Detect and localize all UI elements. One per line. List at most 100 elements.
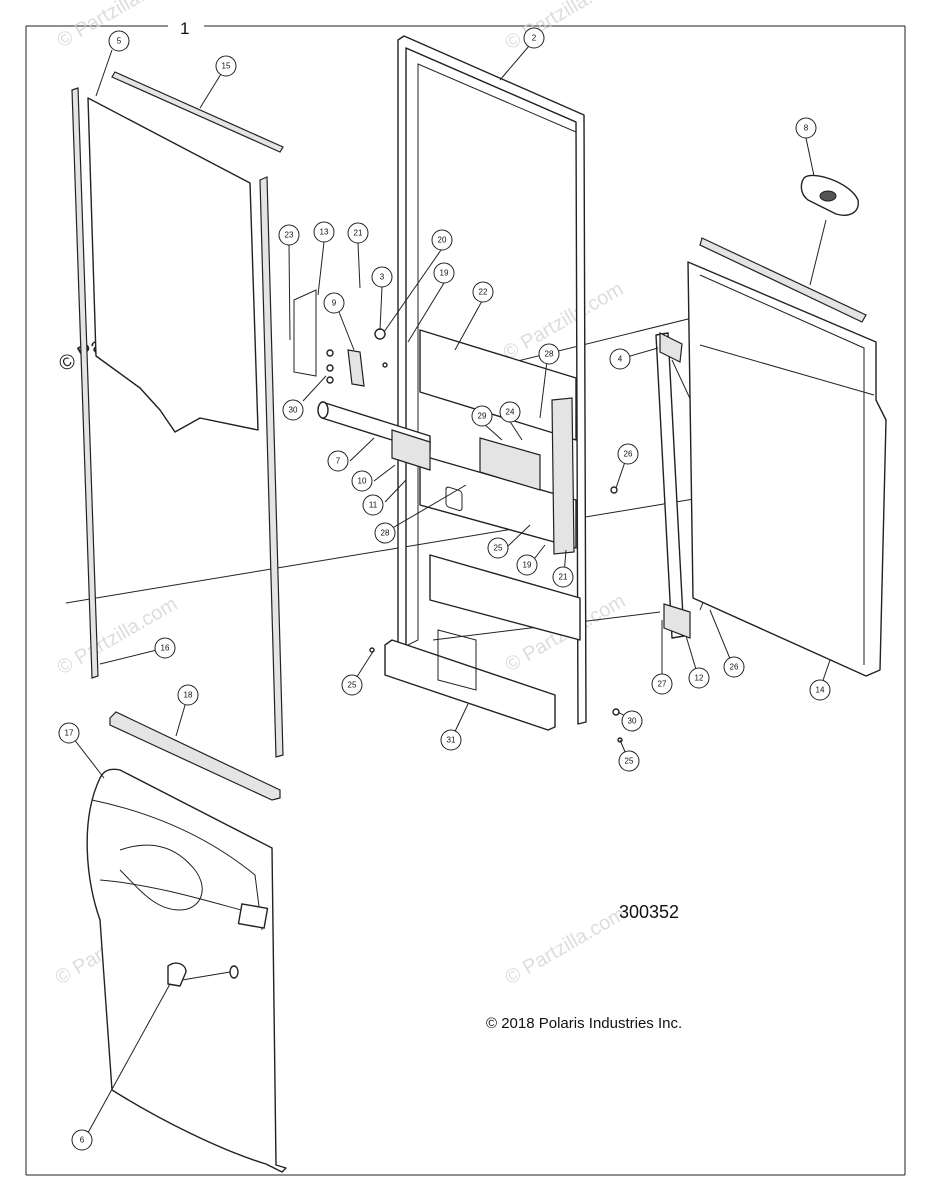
callout-9: 9 (323, 292, 345, 314)
callout-26: 26 (617, 443, 639, 465)
callout-11: 11 (362, 494, 384, 516)
callout-14: 14 (809, 679, 831, 701)
callout-19: 19 (516, 554, 538, 576)
svg-text:28: 28 (545, 350, 554, 359)
callout-28: 28 (538, 343, 560, 365)
svg-text:3: 3 (380, 273, 385, 282)
svg-text:7: 7 (336, 457, 341, 466)
callout-16: 16 (154, 637, 176, 659)
callout-26: 26 (723, 656, 745, 678)
glass-top-seal (111, 71, 284, 153)
callout-20: 20 (431, 229, 453, 251)
callout-30: 30 (621, 710, 643, 732)
svg-text:24: 24 (506, 408, 515, 417)
svg-text:5: 5 (117, 37, 122, 46)
callout-25: 25 (618, 750, 640, 772)
callout-15: 15 (215, 55, 237, 77)
hinge-block (479, 437, 541, 491)
callout-25: 25 (487, 537, 509, 559)
callout-24: 24 (499, 401, 521, 423)
svg-text:19: 19 (523, 561, 532, 570)
diagram-number: 300352 (619, 902, 679, 922)
svg-text:16: 16 (161, 644, 170, 653)
svg-text:25: 25 (348, 681, 357, 690)
svg-text:8: 8 (804, 124, 809, 133)
svg-text:29: 29 (478, 412, 487, 421)
callout-7: 7 (327, 450, 349, 472)
svg-text:10: 10 (358, 477, 367, 486)
glass-panel (87, 97, 259, 433)
bottom-channel (384, 629, 556, 731)
copyright-text: © 2018 Polaris Industries Inc. (486, 1015, 682, 1032)
door-handle (800, 174, 859, 216)
svg-text:14: 14 (816, 686, 825, 695)
svg-text:26: 26 (730, 663, 739, 672)
svg-text:4: 4 (618, 355, 623, 364)
callout-2: 2 (523, 27, 545, 49)
watermark: © Partzilla.com (502, 903, 630, 989)
watermark: © Partzilla.com (54, 593, 182, 679)
callout-28: 28 (374, 522, 396, 544)
callout-27: 27 (651, 673, 673, 695)
glass-right-seal (259, 176, 284, 758)
callout-17: 17 (58, 722, 80, 744)
callouts: 5 15 2 8 23 13 21 20 3 19 22 9 30 7 10 1… (58, 27, 831, 1151)
svg-text:13: 13 (320, 228, 329, 237)
svg-text:31: 31 (447, 736, 456, 745)
svg-text:20: 20 (438, 236, 447, 245)
callout-21: 21 (552, 566, 574, 588)
svg-text:22: 22 (479, 288, 488, 297)
callout-30: 30 (282, 399, 304, 421)
svg-text:30: 30 (628, 717, 637, 726)
callout-13: 13 (313, 221, 335, 243)
callout-4: 4 (609, 348, 631, 370)
item-number: 1 (180, 19, 189, 38)
svg-text:28: 28 (381, 529, 390, 538)
callout-5: 5 (108, 30, 130, 52)
callout-22: 22 (472, 281, 494, 303)
svg-text:26: 26 (624, 450, 633, 459)
outer-panel-seal (699, 237, 867, 323)
callout-3: 3 (371, 266, 393, 288)
svg-text:19: 19 (440, 269, 449, 278)
glass-left-seal (71, 87, 99, 679)
callout-23: 23 (278, 224, 300, 246)
diagram-frame (25, 25, 906, 1176)
svg-text:30: 30 (289, 406, 298, 415)
svg-text:12: 12 (695, 674, 704, 683)
svg-text:25: 25 (625, 757, 634, 766)
inner-handle (167, 962, 187, 987)
hinge-plate (551, 397, 575, 555)
svg-text:17: 17 (65, 729, 74, 738)
svg-text:25: 25 (494, 544, 503, 553)
svg-text:9: 9 (332, 299, 337, 308)
svg-text:21: 21 (354, 229, 363, 238)
svg-text:15: 15 (222, 62, 231, 71)
watermark: © Partzilla.com (502, 0, 630, 54)
svg-text:2: 2 (532, 34, 537, 43)
latch-bracket (391, 429, 431, 471)
callout-31: 31 (440, 729, 462, 751)
callout-29: 29 (471, 405, 493, 427)
svg-text:23: 23 (285, 231, 294, 240)
fastener-group (326, 328, 623, 743)
bracket-plate (293, 289, 317, 377)
callout-10: 10 (351, 470, 373, 492)
door-latch (347, 349, 365, 387)
frame-cross-brace (419, 329, 581, 641)
lower-seal-strip (109, 711, 281, 801)
callout-8: 8 (795, 117, 817, 139)
svg-text:11: 11 (369, 501, 378, 510)
svg-text:27: 27 (658, 680, 667, 689)
callout-25: 25 (341, 674, 363, 696)
svg-text:21: 21 (559, 573, 568, 582)
callout-18: 18 (177, 684, 199, 706)
callout-12: 12 (688, 667, 710, 689)
callout-21: 21 (347, 222, 369, 244)
callout-6: 6 (71, 1129, 93, 1151)
svg-text:6: 6 (80, 1136, 85, 1145)
outer-door-panel (687, 261, 887, 677)
alignment-line (65, 497, 701, 604)
svg-text:18: 18 (184, 691, 193, 700)
